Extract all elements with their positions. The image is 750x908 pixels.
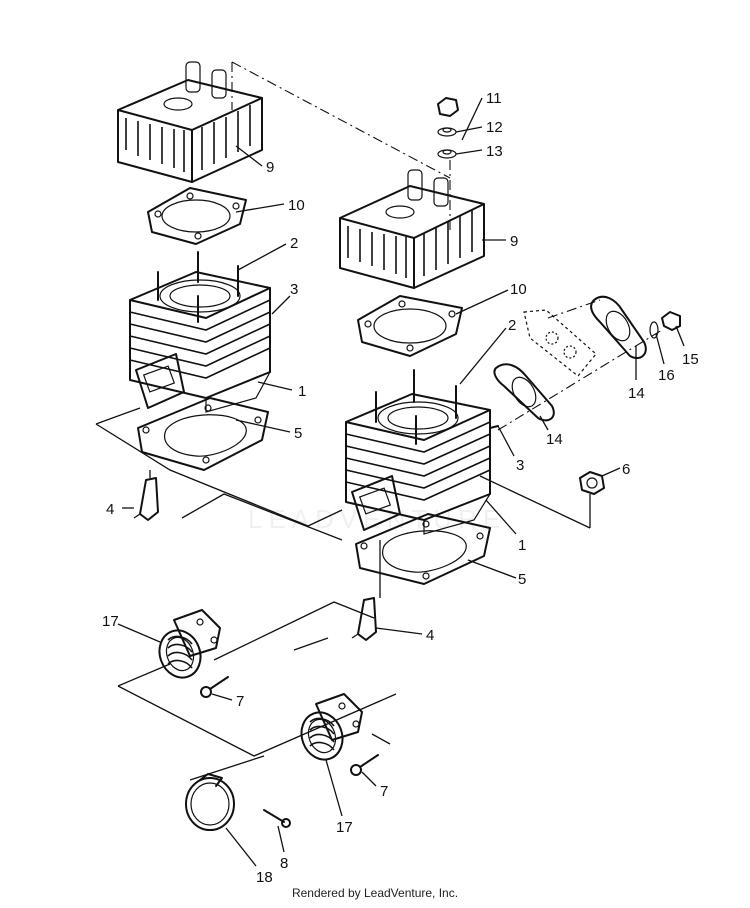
base-gasket-right [355,513,491,585]
callout-7-left: 7 [236,693,244,710]
callout-1-right: 1 [518,537,526,554]
callout-4-left: 4 [106,501,114,518]
stack-nut-washers [437,97,459,159]
cylinder-right [345,369,499,535]
callout-9-left: 9 [266,159,274,176]
exhaust-flange-ghost [523,309,597,377]
nut-15-washer-16 [649,311,681,339]
callout-2-right: 2 [508,317,516,334]
head-gasket-right [357,295,463,357]
intake-manifold-right [300,693,363,761]
callout-4-right: 4 [426,627,434,644]
clamp-18 [185,773,235,831]
exhaust-gasket-lower [493,363,555,422]
callout-10-right: 10 [510,281,527,298]
callout-2-left: 2 [290,235,298,252]
callout-9-right: 9 [510,233,518,250]
callout-14-lower: 14 [546,431,563,448]
callout-17-left: 17 [102,613,119,630]
footer-credit: Rendered by LeadVenture, Inc. [291,886,459,900]
fitting-left [133,470,159,521]
callout-3-right: 3 [516,457,524,474]
callout-11: 11 [486,90,502,107]
bolt-7-left [200,676,229,698]
assembly-box-lines [95,407,591,781]
callout-5-left: 5 [294,425,302,442]
callout-16: 16 [658,367,675,384]
cylinder-head-left [117,61,263,183]
callout-17-right: 17 [336,819,353,836]
callout-10-left: 10 [288,197,305,214]
fitting-right [351,540,381,641]
callout-13: 13 [486,143,503,160]
intake-manifold-left [158,609,221,679]
bolt-7-right [350,754,379,776]
callout-8: 8 [280,855,288,872]
nut-6 [579,471,605,495]
cylinder-head-right [339,169,485,289]
cylinder-left [129,251,271,413]
callout-numbers: 9 10 2 3 1 5 4 11 12 13 9 10 2 3 6 1 5 4… [102,90,699,886]
leader-lines [117,97,685,867]
callout-5-right: 5 [518,571,526,588]
callout-15: 15 [682,351,699,368]
callout-14-upper: 14 [628,385,645,402]
callout-12: 12 [486,119,503,136]
base-gasket-left [137,397,269,471]
screw-8 [263,809,291,828]
callout-18: 18 [256,869,273,886]
callout-3-left: 3 [290,281,298,298]
callout-6: 6 [622,461,630,478]
head-gasket-left [147,187,247,245]
exhaust-gasket-upper [590,295,647,360]
callout-7-right: 7 [380,783,388,800]
callout-1-left: 1 [298,383,306,400]
